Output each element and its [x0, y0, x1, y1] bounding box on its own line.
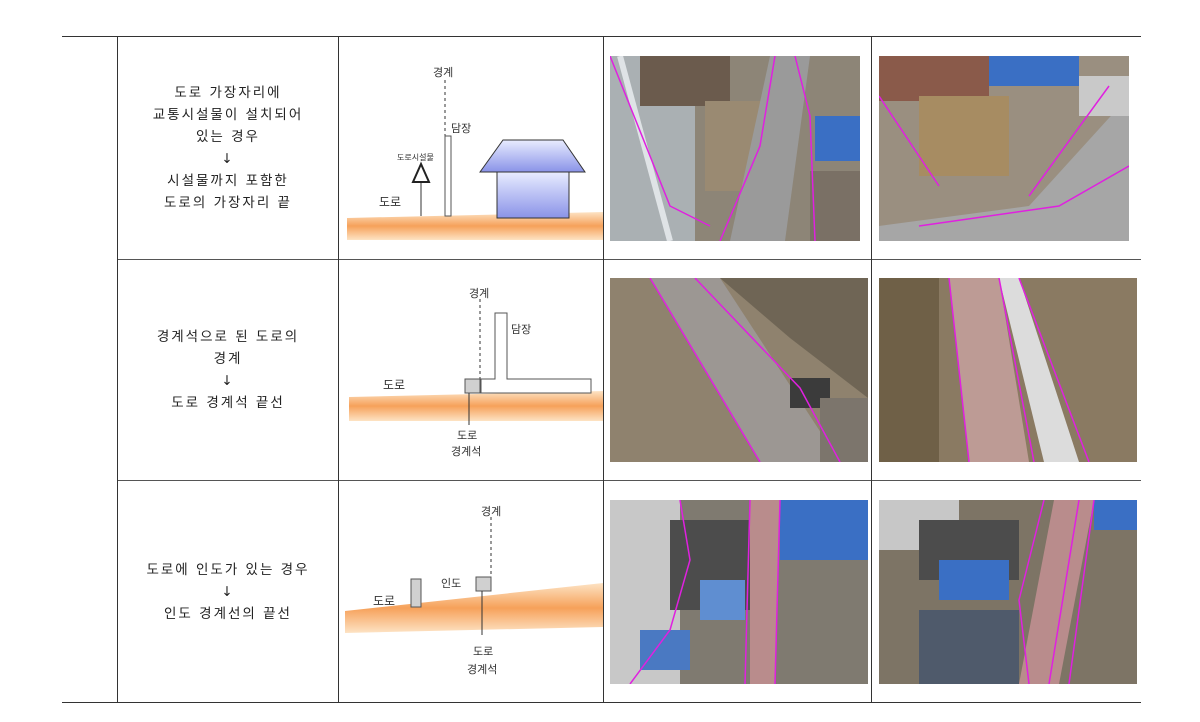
- row2-diagram: 경계 담장 도로 도로 경계석: [345, 275, 603, 479]
- column-divider: [603, 36, 604, 702]
- curb-label-1: 도로: [457, 429, 477, 442]
- wall-with-footing: [480, 312, 592, 394]
- column-divider: [117, 36, 118, 702]
- aerial-photo-1a: [610, 56, 860, 241]
- row1-description: 도로 가장자리에 교통시설물이 설치되어 있는 경우 ↓ 시설물까지 포함한 도…: [118, 37, 338, 259]
- road-surface: [347, 212, 603, 240]
- desc-arrow: ↓: [221, 583, 235, 600]
- curb-label-1: 도로: [473, 645, 493, 658]
- row-separator: [117, 259, 1141, 260]
- desc-line: 시설물까지 포함한: [167, 173, 289, 189]
- sidewalk-label: 인도: [441, 577, 461, 590]
- road-surface: [345, 583, 603, 633]
- desc-arrow: ↓: [221, 151, 235, 167]
- boundary-label: 경계: [469, 287, 489, 300]
- row3-description: 도로에 인도가 있는 경우 ↓ 인도 경계선의 끝선: [118, 481, 338, 702]
- wall-label: 담장: [451, 122, 471, 135]
- road-label: 도로: [379, 195, 401, 209]
- boundary-label: 경계: [481, 505, 501, 518]
- road-surface: [349, 391, 603, 421]
- row2-description: 경계석으로 된 도로의 경계 ↓ 도로 경계석 끝선: [118, 260, 338, 480]
- column-divider: [871, 36, 872, 702]
- wall: [444, 135, 452, 217]
- facility-label: 도로시설물: [397, 152, 434, 162]
- road-label: 도로: [383, 378, 405, 392]
- table-bottom-border: [62, 702, 1141, 703]
- aerial-photo-2a: [610, 278, 868, 462]
- curb-label-2: 경계석: [467, 663, 497, 676]
- boundary-label: 경계: [433, 66, 453, 79]
- desc-line: 도로 가장자리에: [174, 85, 282, 101]
- row3-diagram: 경계 인도 도로 도로 경계석: [345, 495, 603, 699]
- road-curb-post: [410, 578, 422, 608]
- house-roof: [479, 139, 586, 173]
- table-top-border: [62, 36, 1141, 37]
- aerial-photo-3b: [879, 500, 1137, 684]
- row-separator: [117, 480, 1141, 481]
- house-body: [496, 171, 570, 219]
- desc-line: 도로의 가장자리 끝: [164, 195, 292, 211]
- desc-line: 경계: [213, 351, 243, 367]
- desc-line: 도로 경계석 끝선: [171, 395, 285, 411]
- wall-label: 담장: [511, 323, 531, 336]
- sidewalk-curb: [475, 576, 492, 592]
- column-divider: [338, 36, 339, 702]
- curb-stone: [464, 378, 481, 394]
- desc-line: 경계석으로 된 도로의: [156, 329, 300, 345]
- road-label: 도로: [373, 594, 395, 608]
- aerial-photo-3a: [610, 500, 868, 684]
- desc-line: 있는 경우: [196, 129, 260, 145]
- desc-line: 인도 경계선의 끝선: [164, 605, 292, 622]
- desc-line: 도로에 인도가 있는 경우: [146, 561, 310, 578]
- curb-label-2: 경계석: [451, 445, 481, 458]
- aerial-photo-1b: [879, 56, 1129, 241]
- aerial-photo-2b: [879, 278, 1137, 462]
- desc-arrow: ↓: [221, 373, 235, 389]
- desc-line: 교통시설물이 설치되어: [152, 107, 304, 123]
- facility-sign-icon: [411, 161, 431, 183]
- row1-diagram: 경계 담장 도로시설물 도로: [345, 50, 603, 254]
